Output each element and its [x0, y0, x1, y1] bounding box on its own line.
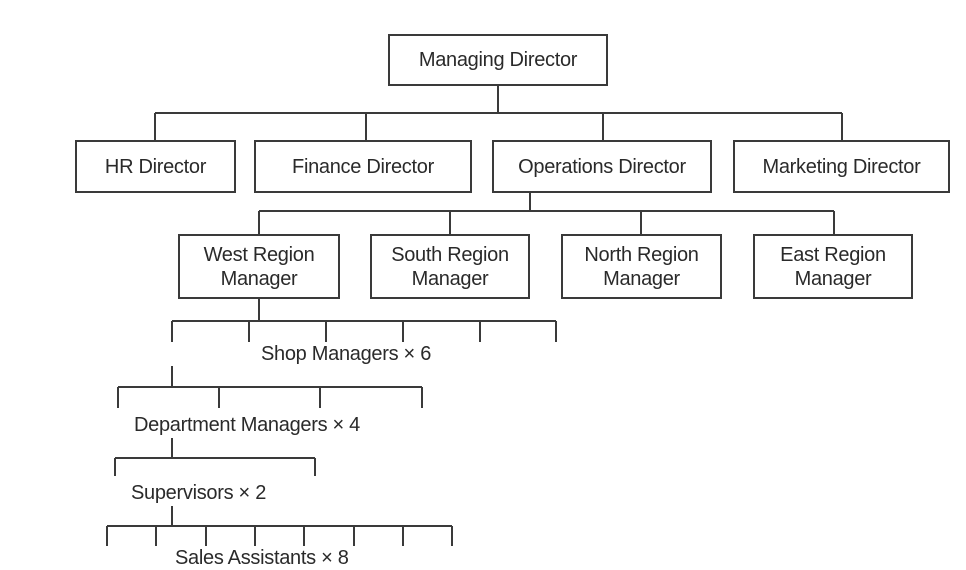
east-region-label-line2: Manager — [794, 267, 872, 290]
operations-director-box: Operations Director — [492, 140, 712, 193]
operations-director-label: Operations Director — [518, 155, 686, 178]
north-region-manager-box: North Region Manager — [561, 234, 722, 299]
south-region-manager-box: South Region Manager — [370, 234, 530, 299]
department-managers-label: Department Managers × 4 — [131, 413, 364, 437]
sales-assistants-label: Sales Assistants × 8 — [172, 546, 352, 570]
east-region-label-line1: East Region — [780, 243, 886, 266]
finance-director-label: Finance Director — [292, 155, 434, 178]
hr-director-box: HR Director — [75, 140, 236, 193]
south-region-label-line1: South Region — [391, 243, 509, 266]
west-region-manager-box: West Region Manager — [178, 234, 340, 299]
west-region-label-line1: West Region — [203, 243, 315, 266]
managing-director-label: Managing Director — [418, 49, 578, 71]
marketing-director-box: Marketing Director — [733, 140, 950, 193]
north-region-label-line2: Manager — [603, 267, 680, 290]
marketing-director-label: Marketing Director — [762, 155, 921, 178]
hr-director-label: HR Director — [104, 155, 207, 178]
finance-director-box: Finance Director — [254, 140, 472, 193]
north-region-label-line1: North Region — [584, 243, 699, 266]
east-region-manager-box: East Region Manager — [753, 234, 913, 299]
supervisors-label: Supervisors × 2 — [128, 481, 270, 505]
west-region-label-line2: Manager — [220, 267, 298, 290]
shop-managers-label: Shop Managers × 6 — [258, 342, 435, 366]
managing-director-box: Managing Director — [388, 34, 608, 86]
south-region-label-line2: Manager — [411, 267, 489, 290]
